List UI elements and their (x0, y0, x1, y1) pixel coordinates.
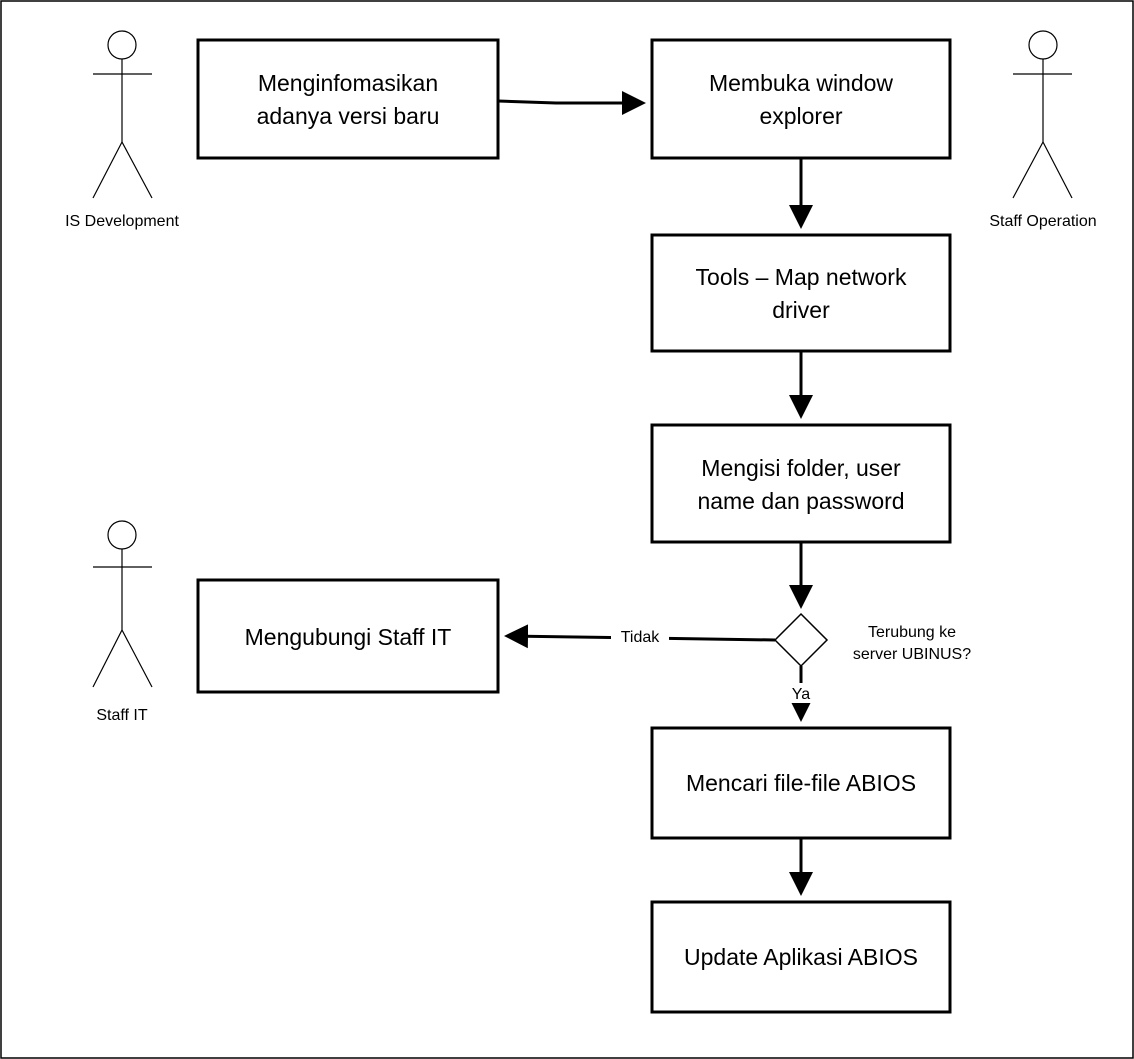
actor-label-staff-operation: Staff Operation (989, 213, 1096, 230)
actor-staff-it: Staff IT (92, 520, 153, 724)
edge-label-yes: Ya (792, 686, 810, 703)
svg-text:Mengisi folder, user: Mengisi folder, user (701, 455, 901, 481)
svg-text:Mengubungi Staff IT: Mengubungi Staff IT (245, 624, 452, 650)
svg-text:Update Aplikasi ABIOS: Update Aplikasi ABIOS (684, 944, 918, 970)
actor-staff-operation: Staff Operation (989, 30, 1097, 230)
svg-text:server UBINUS?: server UBINUS? (853, 646, 971, 663)
svg-text:driver: driver (772, 297, 830, 323)
svg-text:explorer: explorer (759, 103, 842, 129)
svg-text:name dan password: name dan password (697, 488, 904, 514)
actor-label-staff-it: Staff IT (96, 707, 148, 724)
connector-decision-yes-to-find-files: Ya (786, 666, 816, 722)
svg-text:Mencari file-file ABIOS: Mencari file-file ABIOS (686, 770, 916, 796)
svg-text:Membuka window: Membuka window (709, 70, 893, 96)
svg-text:Terubung ke: Terubung ke (868, 624, 956, 641)
actor-is-development: IS Development (65, 30, 179, 230)
connector-inform-to-explorer (497, 91, 646, 115)
step-map-network-driver: Tools – Map network driver (650, 233, 952, 353)
edge-label-no: Tidak (621, 629, 661, 646)
step-inform-new-version: Menginfomasikan adanya versi baru (196, 38, 500, 160)
svg-text:adanya versi baru: adanya versi baru (257, 103, 440, 129)
svg-text:Tools – Map network: Tools – Map network (696, 264, 907, 290)
step-fill-credentials: Mengisi folder, user name dan password (650, 423, 952, 544)
step-find-abios-files: Mencari file-file ABIOS (650, 726, 952, 840)
connector-decision-no-to-staff-it: Tidak (504, 624, 776, 649)
step-open-explorer: Membuka window explorer (650, 38, 952, 160)
actor-label-is-development: IS Development (65, 213, 179, 230)
svg-text:Menginfomasikan: Menginfomasikan (258, 70, 438, 96)
step-contact-staff-it: Mengubungi Staff IT (196, 578, 500, 694)
decision-connected-server: Terubung ke server UBINUS? (773, 612, 971, 668)
step-update-abios: Update Aplikasi ABIOS (650, 900, 952, 1014)
